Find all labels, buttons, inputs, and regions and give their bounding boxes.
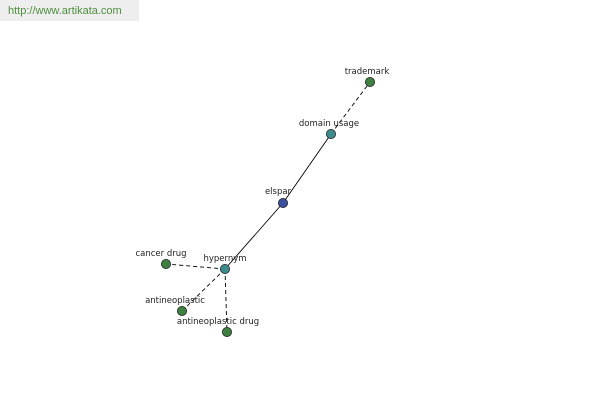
node-trademark-label: trademark [345,67,390,77]
node-hypernym-marker[interactable] [219,263,230,274]
node-domain-usage-marker[interactable] [325,128,336,139]
node-trademark[interactable]: trademark [345,67,390,88]
node-domain-usage-label: domain usage [299,119,359,129]
edge-domain-usage-trademark [330,81,371,135]
node-antineoplastic[interactable]: antineoplastic [145,296,205,316]
node-domain-usage[interactable]: domain usage [299,119,359,139]
node-cancer-drug[interactable]: cancer drug [135,249,187,269]
node-elspar[interactable]: elspar [265,187,292,208]
node-cancer-drug-marker[interactable] [160,258,171,269]
url-link[interactable]: http://www.artikata.com [8,5,122,17]
node-elspar-marker[interactable] [277,197,288,208]
edge-hypernym-antineoplastic [181,268,226,312]
url-banner: http://www.artikata.com [0,0,139,21]
node-antineoplastic-label: antineoplastic [145,296,205,306]
node-hypernym[interactable]: hypernym [203,254,247,274]
edge-elspar-domain-usage [282,133,332,204]
node-cancer-drug-label: cancer drug [135,249,186,259]
node-trademark-marker[interactable] [364,77,375,88]
edge-hypernym-cancer-drug [165,263,226,270]
node-antineoplastic-drug-marker[interactable] [221,326,232,337]
node-antineoplastic-drug[interactable]: antineoplastic drug [177,317,259,337]
node-antineoplastic-drug-label: antineoplastic drug [177,317,259,327]
edge-elspar-hypernym [224,202,284,270]
node-antineoplastic-marker[interactable] [176,305,187,316]
node-hypernym-label: hypernym [203,254,246,264]
edge-hypernym-antineoplastic-drug [224,268,228,333]
node-elspar-label: elspar [265,187,292,197]
